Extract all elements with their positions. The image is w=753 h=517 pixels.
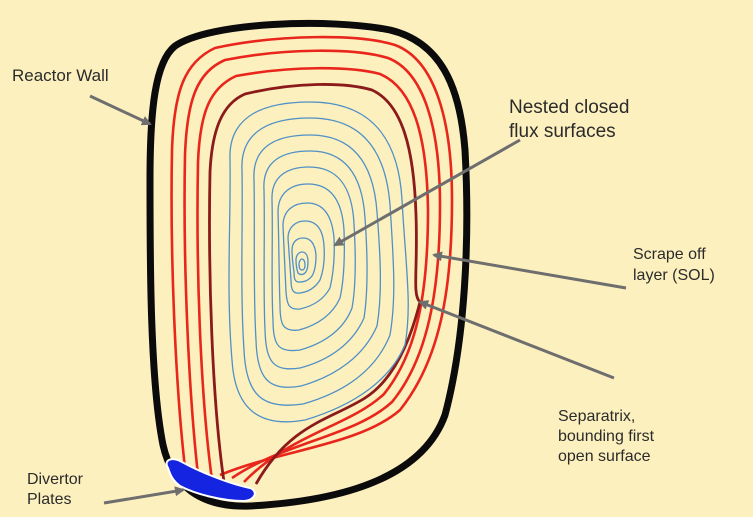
label-line: flux surfaces bbox=[509, 121, 616, 142]
divertor-arrow bbox=[103, 486, 185, 505]
label-line: Scrape off bbox=[633, 246, 706, 263]
scrape-off-layer-lines bbox=[170, 35, 454, 483]
flux-surface bbox=[277, 183, 346, 331]
flux-surface bbox=[253, 134, 382, 388]
flux-surface bbox=[291, 237, 317, 283]
label-line: Divertor bbox=[27, 471, 84, 488]
separatrix-label: Separatrix, bounding first open surface bbox=[558, 407, 654, 467]
label-line: open surface bbox=[558, 448, 651, 465]
flux-surface bbox=[298, 258, 306, 271]
label-line: layer (SOL) bbox=[633, 267, 715, 284]
flux-surface bbox=[271, 166, 356, 352]
nested-flux-arrow bbox=[333, 138, 521, 247]
label-line: Nested closed bbox=[509, 97, 630, 118]
closed-flux-surfaces bbox=[228, 101, 409, 423]
label-line: bounding first bbox=[558, 428, 655, 445]
reactor-wall-label: Reactor Wall bbox=[12, 66, 109, 85]
flux-surface bbox=[282, 202, 335, 310]
sol-line-outer bbox=[170, 35, 454, 477]
sol-arrow bbox=[432, 251, 627, 290]
reactor-wall-arrow bbox=[89, 94, 152, 126]
nested-closed-flux-surfaces-label: Nested closed flux surfaces bbox=[509, 96, 629, 144]
reactor-wall bbox=[146, 19, 471, 510]
sol-line-inner bbox=[196, 66, 430, 483]
label-line: Separatrix, bbox=[558, 408, 636, 425]
sol-line-middle bbox=[183, 49, 442, 480]
separatrix-line bbox=[208, 83, 422, 485]
flux-surface bbox=[241, 117, 395, 406]
callout-arrows bbox=[89, 94, 627, 505]
flux-surface bbox=[287, 220, 325, 294]
divertor-plates-label: Divertor Plates bbox=[27, 470, 83, 510]
scrape-off-layer-label: Scrape off layer (SOL) bbox=[633, 244, 715, 286]
separatrix-arrow bbox=[418, 300, 615, 380]
divertor-plates bbox=[165, 458, 256, 503]
flux-surface bbox=[295, 251, 309, 276]
label-line: Plates bbox=[27, 491, 72, 508]
flux-surface bbox=[263, 150, 368, 370]
flux-surface bbox=[228, 101, 409, 423]
